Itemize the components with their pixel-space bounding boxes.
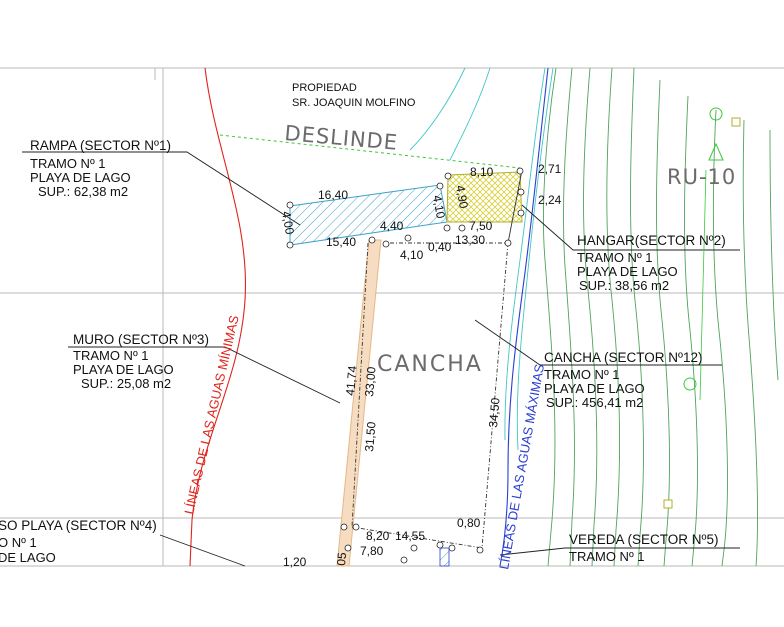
hangar-tramo: TRAMO Nº 1	[577, 250, 653, 265]
cancha-playa: PLAYA DE LAGO	[544, 381, 645, 396]
dim-0-80: 0,80	[457, 516, 481, 530]
vereda-tramo: TRAMO Nº 1	[569, 549, 645, 564]
survey-markers	[286, 167, 525, 564]
paso-tramo: O Nº 1	[0, 535, 37, 550]
dim-4-10-a: 4,10	[430, 194, 448, 220]
dim-7-80: 7,80	[360, 544, 384, 558]
leader-lines	[22, 151, 740, 567]
paso-title: SO PLAYA (SECTOR Nº4)	[0, 518, 157, 533]
dim-05: 05	[334, 551, 349, 566]
rampa-sup: SUP.: 62,38 m2	[38, 184, 128, 199]
dim-2-24: 2,24	[538, 193, 562, 207]
paso-playa: DE LAGO	[0, 550, 56, 565]
dim-8-20: 8,20	[366, 529, 390, 543]
dim-8-10: 8,10	[470, 165, 494, 179]
property-line1: PROPIEDAD	[292, 82, 357, 94]
vereda-title: VEREDA (SECTOR Nº5)	[569, 532, 718, 547]
dim-1-20: 1,20	[283, 555, 307, 569]
dim-4-10-b: 4,10	[400, 248, 424, 262]
dim-0-40: 0,40	[428, 240, 452, 254]
property-line2: SR. JOAQUIN MOLFINO	[292, 97, 416, 109]
dim-4-00: 4,00	[279, 210, 297, 236]
muro-tramo: TRAMO Nº 1	[73, 348, 149, 363]
rampa-title: RAMPA (SECTOR Nº1)	[30, 138, 171, 153]
dim-31-50: 31,50	[362, 421, 379, 452]
cancha-sup: SUP.: 456,41 m2	[546, 395, 643, 410]
terrain-symbols	[663, 107, 741, 509]
shore-lines	[409, 67, 554, 567]
dim-4-90: 4,90	[453, 184, 471, 210]
ru10-label: RU-10	[667, 165, 736, 189]
vereda-strip	[439, 547, 450, 567]
cancha-title: CANCHA (SECTOR Nº12)	[544, 350, 702, 365]
muro-sup: SUP.: 25,08 m2	[81, 376, 171, 391]
hangar-sup: SUP.: 38,56 m2	[579, 278, 669, 293]
muro-title: MURO (SECTOR Nº3)	[73, 332, 209, 347]
cancha-tramo: TRAMO Nº 1	[544, 367, 620, 382]
lineas-maximas-label: LÍNEAS DE LAS AGUAS MÁXIMAS	[496, 363, 547, 571]
deslinde-label: DESLINDE	[284, 121, 399, 155]
dim-41-74: 41,74	[343, 365, 360, 396]
east-boundary	[507, 169, 523, 244]
dim-7-50: 7,50	[469, 219, 493, 233]
hangar-playa: PLAYA DE LAGO	[577, 264, 678, 279]
hangar-title: HANGAR(SECTOR Nº2)	[577, 233, 726, 248]
water-min-line	[189, 67, 247, 567]
dim-15-40: 15,40	[326, 235, 356, 249]
muro-wall	[336, 239, 382, 567]
dim-34-50: 34,50	[486, 397, 503, 428]
hangar-polygon	[446, 171, 523, 223]
grid-lines	[0, 67, 784, 567]
rampa-playa: PLAYA DE LAGO	[30, 170, 131, 185]
dim-2-71: 2,71	[538, 162, 562, 176]
rampa-polygon	[289, 184, 448, 246]
deslinde-line	[219, 134, 521, 169]
cancha-boundary	[351, 242, 509, 549]
dim-13-30: 13,30	[455, 233, 485, 247]
dim-14-55: 14,55	[395, 529, 425, 543]
dim-4-40: 4,40	[380, 219, 404, 233]
dim-33-00: 33,00	[362, 366, 379, 397]
cancha-big-label: CANCHA	[377, 352, 483, 377]
dim-16-40: 16,40	[318, 188, 348, 202]
muro-playa: PLAYA DE LAGO	[73, 362, 174, 377]
contour-lines	[542, 67, 779, 567]
rampa-tramo: TRAMO Nº 1	[30, 156, 106, 171]
